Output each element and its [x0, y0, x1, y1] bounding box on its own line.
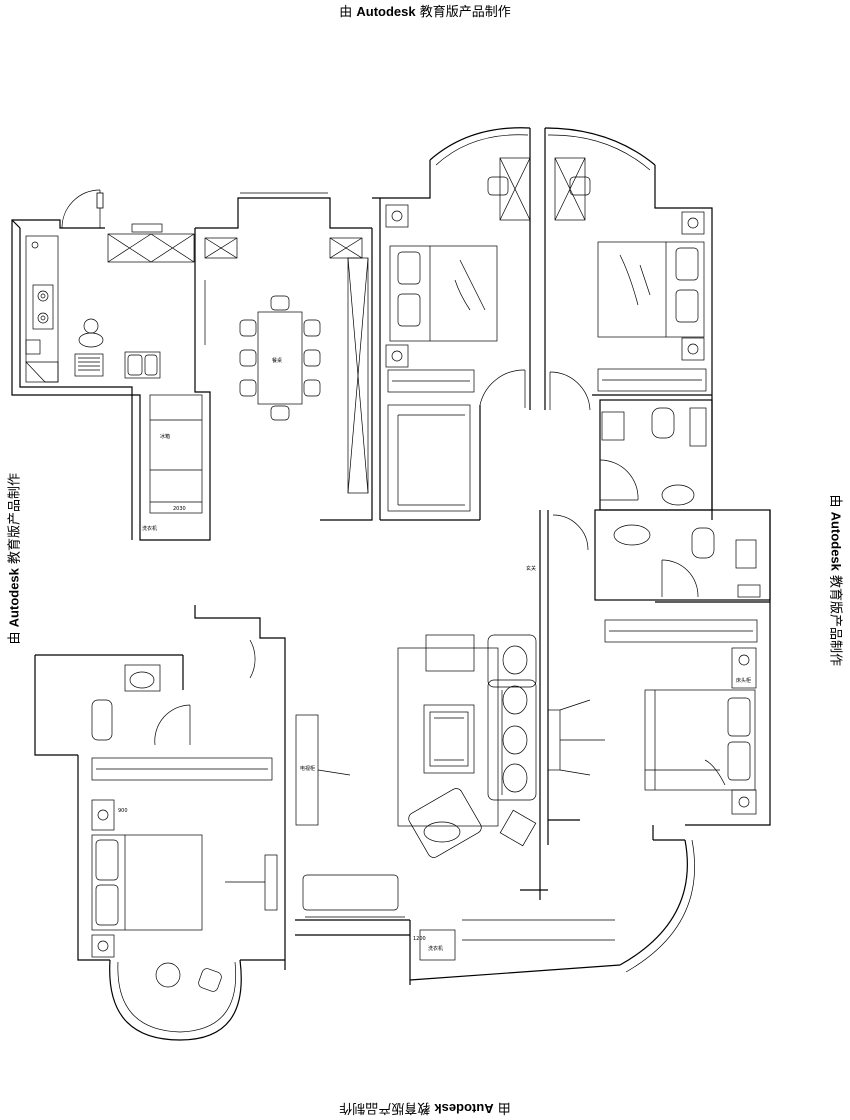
dining-table [257, 311, 303, 405]
armchair [408, 788, 482, 858]
balcony: 洗衣机 1200 [295, 874, 615, 985]
fridge-label: 冰箱 [160, 433, 170, 440]
left-bedroom: 900 电视柜 [77, 714, 351, 1041]
bathroom-1 [599, 399, 713, 511]
kitchen-sink [124, 351, 161, 379]
sofa [487, 634, 537, 801]
bed [91, 834, 203, 931]
ac-unit-box [25, 339, 41, 355]
living-room: 玄关 [397, 510, 605, 900]
dish-rack [74, 353, 104, 377]
dining-chairs [239, 295, 321, 421]
person-figure [78, 318, 104, 348]
bed [644, 689, 756, 791]
door-leaf [96, 192, 104, 209]
dimension-1200: 1200 [413, 936, 426, 942]
washer-label: 洗衣机 [142, 525, 157, 532]
tv-cabinet-label: 电视柜 [300, 765, 315, 772]
washer-box [419, 929, 456, 961]
watermark-top: 由 Autodesk 教育版产品制作 [339, 4, 511, 20]
washer-box-label: 洗衣机 [428, 945, 443, 952]
dimension-900: 900 [118, 808, 128, 814]
dining-area: 餐桌 [195, 192, 373, 521]
left-bathroom [34, 605, 286, 970]
bedroom-2 [372, 127, 546, 521]
bathroom-2 [552, 509, 771, 601]
bedroom-3 [544, 127, 713, 520]
dimension-2030: 2030 [173, 506, 186, 512]
entrance-label: 玄关 [526, 565, 536, 572]
kitchen: 冰箱 2030 洗衣机 [11, 189, 211, 541]
bench [302, 874, 399, 911]
master-bedroom: 床头柜 [409, 510, 771, 981]
gas-stove [32, 284, 54, 330]
ottoman [425, 634, 475, 672]
nightstand-label: 床头柜 [736, 677, 751, 684]
coffee-table [423, 704, 475, 774]
bed [597, 241, 705, 338]
tv-cabinet [547, 709, 561, 771]
dining-table-label: 餐桌 [272, 357, 282, 364]
bed [389, 245, 498, 342]
